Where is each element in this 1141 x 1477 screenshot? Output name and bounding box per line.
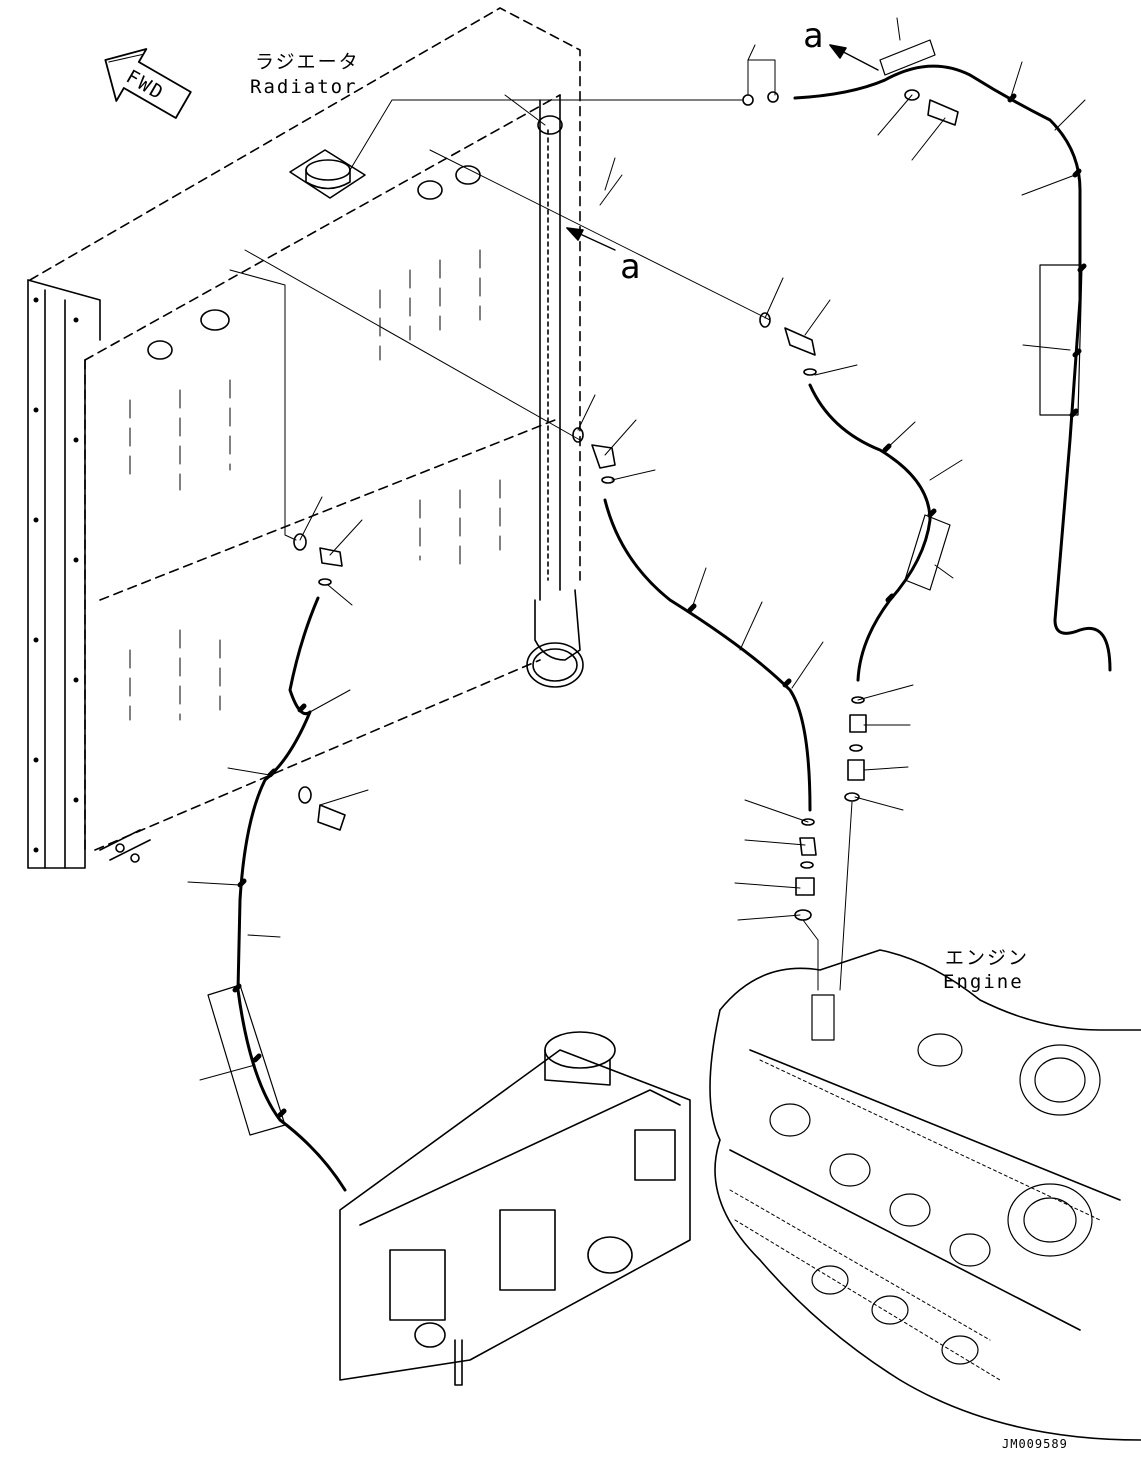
fwd-label: FWD	[122, 66, 168, 105]
fwd-arrow-icon	[104, 48, 192, 119]
engine-assembly	[709, 949, 1141, 1441]
view-a-arrow-top-icon	[829, 44, 879, 71]
engine-label-en: Engine	[943, 971, 1024, 993]
radiator-outlet	[526, 589, 584, 688]
radiator-assembly	[27, 7, 584, 869]
radiator-label-en: Radiator	[250, 76, 358, 98]
leader-lines	[229, 94, 771, 541]
top-pipe-assembly	[742, 39, 1112, 672]
center-pipe-assembly	[572, 427, 819, 991]
view-a-label-mid: a	[620, 247, 640, 287]
view-a-arrow-mid-icon	[566, 227, 616, 251]
right-pipe-assembly	[759, 312, 951, 991]
engine-label-jp: エンジン	[945, 947, 1029, 969]
controller-box	[339, 1031, 691, 1386]
top-sensor-fitting	[289, 149, 366, 199]
radiator-label-jp: ラジエータ	[255, 51, 360, 73]
view-a-label-top: a	[803, 16, 823, 56]
drawing-code: JM009589	[1002, 1437, 1068, 1451]
callout-leaders	[187, 17, 1086, 1081]
left-pipe-assembly	[207, 533, 347, 1192]
